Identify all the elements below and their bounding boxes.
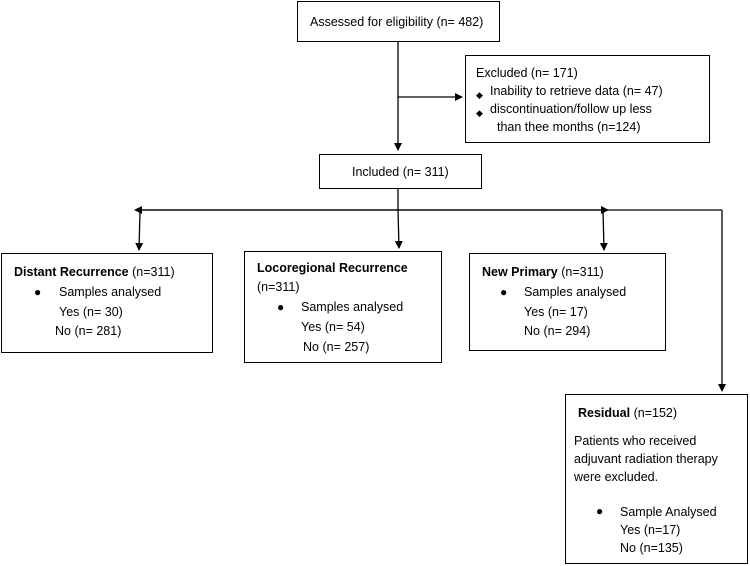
residual-box: Residual (n=152) Patients who received a… [565,394,748,564]
excluded-item: Inability to retrieve data (n= 47) [490,84,663,98]
new-primary-title-line: New Primary (n=311) [482,263,604,281]
distant-yes: Yes (n= 30) [59,305,123,319]
residual-title-line: Residual (n=152) [578,404,677,422]
assessed-text: Assessed for eligibility (n= 482) [310,15,484,29]
bullet-icon: ● [500,285,508,299]
distant-recurrence-box: Distant Recurrence (n=311) ● Samples ana… [1,253,213,353]
locoregional-samples-label: Samples analysed [301,300,404,314]
residual-title: Residual [578,406,631,420]
new-primary-no: No (n= 294) [524,324,591,338]
excluded-box: Excluded (n= 171) ◆ Inability to retriev… [465,55,710,143]
locoregional-no: No (n= 257) [303,340,370,354]
residual-samples-label: Sample Analysed [620,505,717,519]
arrow-to-new-primary [599,209,608,251]
residual-note-line: Patients who received [574,434,697,448]
diamond-bullet-icon: ◆ [476,90,483,100]
distant-title-line: Distant Recurrence (n=311) [14,263,175,281]
excluded-title: Excluded (n= 171) [476,66,578,80]
bullet-icon: ● [596,504,604,518]
residual-no: No (n=135) [620,541,683,555]
residual-note-line: adjuvant radiation therapy [574,452,718,466]
distant-no: No (n= 281) [55,324,122,338]
residual-note-line: were excluded. [574,470,659,484]
bullet-icon: ● [277,300,285,314]
distant-title: Distant Recurrence [14,265,129,279]
excluded-item-cont: than thee months (n=124) [497,120,641,134]
distant-samples-label: Samples analysed [59,285,162,299]
new-primary-yes: Yes (n= 17) [524,305,588,319]
bullet-icon: ● [34,285,42,299]
locoregional-recurrence-box: Locoregional Recurrence (n=311) ● Sample… [244,251,442,363]
residual-yes: Yes (n=17) [620,523,681,537]
distant-count: (n=311) [128,265,175,279]
new-primary-box: New Primary (n=311) ● Samples analysed Y… [469,253,666,351]
arrow-to-locoregional [394,209,403,249]
arrow-to-distant [135,211,144,251]
new-primary-samples-label: Samples analysed [524,285,627,299]
assessed-box: Assessed for eligibility (n= 482) [297,1,500,42]
residual-count: (n=152) [630,406,678,420]
excluded-item: discontinuation/follow up less [490,102,652,116]
diamond-bullet-icon: ◆ [476,108,483,118]
locoregional-count: (n=311) [257,280,300,294]
included-text: Included (n= 311) [352,165,449,179]
locoregional-yes: Yes (n= 54) [301,320,365,334]
included-box: Included (n= 311) [319,154,482,189]
new-primary-count: (n=311) [557,265,604,279]
new-primary-title: New Primary [482,265,558,279]
locoregional-title: Locoregional Recurrence [257,261,408,275]
